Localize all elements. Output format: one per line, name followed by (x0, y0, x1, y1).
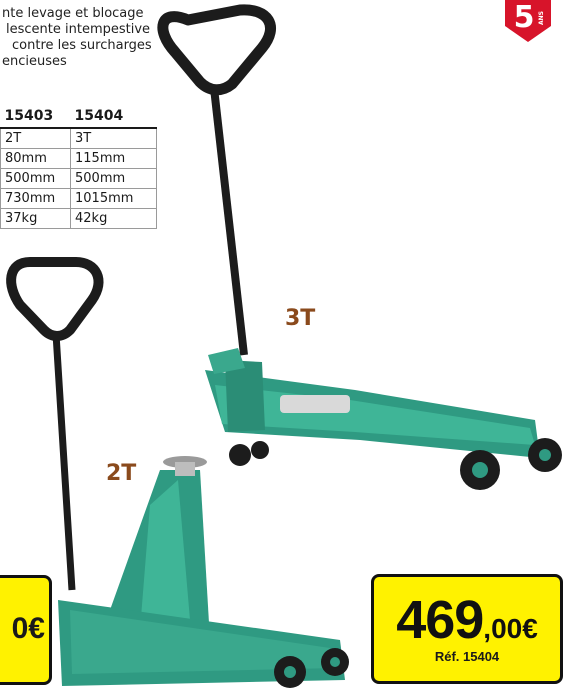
price-value: 469,00€ (374, 589, 560, 651)
table-cell: 730mm (0, 187, 71, 209)
description-line: encieuses (2, 54, 67, 69)
table-row: 37kg 42kg (0, 207, 157, 229)
price-tag-right: 469,00€ Réf. 15404 (371, 574, 563, 684)
table-cell: 42kg (70, 207, 157, 229)
price-integer: 469 (396, 590, 484, 650)
table-cell: 500mm (0, 167, 71, 189)
badge-shape (505, 0, 551, 42)
table-cell: 3T (70, 127, 157, 149)
column-header-15404: 15404 (70, 104, 157, 129)
table-row: 80mm 115mm (0, 147, 157, 169)
warranty-years: 5 (514, 0, 535, 35)
small-jack-image (6, 257, 349, 688)
table-cell: 37kg (0, 207, 71, 229)
product-description: nte levage et blocage lescente intempest… (0, 6, 180, 70)
capacity-label-3t: 3T (285, 306, 316, 331)
capacity-label-2t: 2T (106, 461, 137, 486)
warranty-badge: 5 ANS (505, 0, 551, 42)
price-decimals: ,00€ (483, 613, 538, 644)
large-jack-image (157, 4, 562, 490)
product-reference: Réf. 15404 (434, 649, 500, 664)
column-header-15403: 15403 (0, 104, 71, 129)
spec-table: 15403 15404 2T 3T 80mm 115mm 500mm 500mm… (0, 104, 157, 229)
warranty-unit: ANS (538, 11, 545, 25)
table-row: 730mm 1015mm (0, 187, 157, 209)
spec-table-header: 15403 15404 (0, 104, 157, 129)
table-cell: 1015mm (70, 187, 157, 209)
description-line: lescente intempestive (6, 22, 151, 37)
description-line: contre les surcharges (12, 38, 152, 53)
price-value: 0€ (11, 612, 45, 645)
description-line: nte levage et blocage (2, 6, 144, 21)
table-cell: 115mm (70, 147, 157, 169)
price-tag-left: 0€ (0, 575, 52, 685)
